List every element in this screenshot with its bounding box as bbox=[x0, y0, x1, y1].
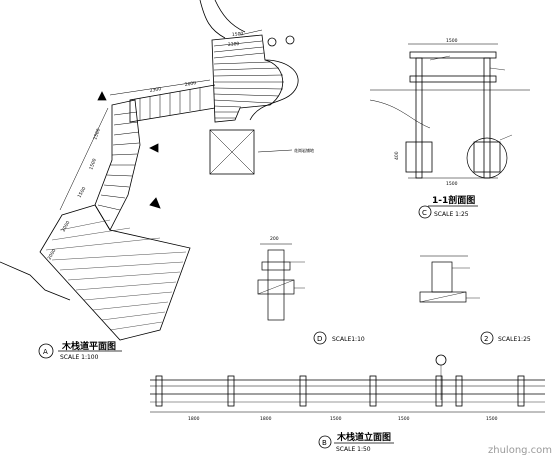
post bbox=[155, 375, 163, 407]
note-leader bbox=[429, 55, 451, 61]
slope-line bbox=[369, 99, 431, 129]
section-mark bbox=[149, 143, 159, 153]
note-leader bbox=[499, 134, 513, 141]
elev-marker-circle bbox=[318, 435, 332, 449]
detail-d-cap bbox=[261, 261, 291, 271]
note-leader bbox=[257, 149, 293, 153]
deck-boards bbox=[139, 88, 201, 120]
detail-d-marker: D bbox=[317, 335, 322, 343]
elevation-posts bbox=[155, 375, 525, 407]
detail-2-title: 2 SCALE1:25 bbox=[480, 331, 531, 345]
north-arrow bbox=[97, 91, 107, 101]
detail-2-marker: 2 bbox=[484, 335, 488, 343]
dim-label: 2000 bbox=[47, 248, 58, 261]
dim-label: 1500 bbox=[92, 128, 102, 141]
handrail bbox=[409, 51, 497, 59]
section-marker: C bbox=[422, 209, 427, 217]
post bbox=[517, 375, 525, 407]
contour-line bbox=[199, 0, 226, 39]
dim-label: 1500 bbox=[88, 158, 98, 171]
section-scale: SCALE 1:25 bbox=[434, 211, 469, 218]
detail-d-marker-circle bbox=[313, 331, 327, 345]
elevation-title-block: B 木栈道立面图 SCALE 1:50 bbox=[318, 431, 394, 453]
dim-label: 1500 bbox=[77, 186, 88, 199]
section-mark bbox=[267, 37, 277, 47]
detail-2-post bbox=[431, 261, 453, 293]
granite-pad-hatch bbox=[209, 129, 255, 175]
post bbox=[455, 375, 463, 407]
dim-label: 1500 bbox=[232, 31, 244, 38]
dim-label: 1500 bbox=[446, 181, 458, 187]
walk-segment-horizontal bbox=[129, 84, 216, 123]
post bbox=[435, 375, 443, 407]
walk-segment-diagonal bbox=[94, 99, 141, 231]
plan-title: 木栈道平面图 bbox=[61, 340, 116, 352]
plan-scale: SCALE 1:100 bbox=[60, 354, 99, 361]
dim-label: 2300 bbox=[149, 86, 161, 94]
post bbox=[299, 375, 307, 407]
dim-label: 1500 bbox=[446, 38, 458, 44]
detail-d-base bbox=[257, 279, 295, 295]
dim-label: 200 bbox=[270, 236, 279, 242]
section-mark bbox=[285, 35, 295, 45]
dim-label: 1500 bbox=[398, 416, 410, 422]
detail-d-scale: SCALE1:10 bbox=[332, 336, 365, 343]
detail-2-marker-circle bbox=[480, 331, 494, 345]
granite-pad bbox=[209, 129, 255, 175]
section-marker-circle bbox=[418, 205, 432, 219]
post bbox=[369, 375, 377, 407]
watermark: zhulong.com bbox=[488, 445, 552, 456]
detail-d-post bbox=[267, 249, 285, 321]
post bbox=[227, 375, 235, 407]
detail-2-view bbox=[419, 255, 480, 303]
dim-label: 1500 bbox=[330, 416, 342, 422]
upper-deck bbox=[211, 34, 284, 123]
dim-label: 400 bbox=[394, 151, 400, 160]
plan-note: 花岗岩铺地 bbox=[294, 147, 314, 153]
plan-marker-circle bbox=[38, 343, 54, 359]
elevation-view bbox=[150, 354, 545, 413]
plan-view bbox=[0, 0, 299, 341]
detail-2-hatch bbox=[419, 291, 467, 303]
elevation-dim-labels: 1800 1800 1500 1500 1500 bbox=[188, 416, 498, 422]
contour-line bbox=[0, 261, 71, 301]
deck-boards bbox=[97, 111, 140, 211]
section-view bbox=[369, 43, 530, 179]
dim-label: 2000 bbox=[184, 80, 196, 88]
plan-dimension-chain bbox=[59, 29, 263, 211]
detail-2-base bbox=[419, 291, 467, 303]
note-leader bbox=[489, 67, 506, 71]
detail-d-title: D SCALE1:10 bbox=[313, 331, 365, 345]
contour-line bbox=[214, 0, 246, 33]
dim-label: 2000 bbox=[61, 220, 72, 233]
dim-label: 1500 bbox=[486, 416, 498, 422]
footing-right bbox=[473, 141, 501, 173]
plan-title-block: A 木栈道平面图 SCALE 1:100 bbox=[38, 340, 122, 361]
plan-dim-labels: 1500 2300 2300 2000 1500 1500 1500 2000 … bbox=[47, 31, 314, 261]
elev-scale: SCALE 1:50 bbox=[336, 446, 371, 453]
detail-2-scale: SCALE1:25 bbox=[498, 336, 531, 343]
section-title: 1-1剖面图 bbox=[432, 194, 475, 206]
deck-boards bbox=[213, 40, 284, 119]
lower-deck-hatch bbox=[45, 219, 187, 331]
detail-d-hatch bbox=[257, 279, 295, 295]
lower-deck bbox=[39, 204, 191, 341]
section-title-block: 1-1剖面图 C SCALE 1:25 bbox=[418, 194, 478, 219]
axis-bubble bbox=[435, 354, 447, 366]
detail-d-view bbox=[257, 243, 305, 321]
contour-line bbox=[249, 59, 299, 121]
elev-title: 木栈道立面图 bbox=[336, 431, 391, 443]
dim-label: 2300 bbox=[228, 41, 240, 48]
section-mark bbox=[149, 197, 161, 209]
dim-label: 1800 bbox=[260, 416, 272, 422]
plan-marker: A bbox=[43, 348, 48, 356]
section-labels: 1500 1500 400 bbox=[394, 38, 458, 187]
deck-beam bbox=[409, 75, 497, 83]
detail-d-labels: 200 bbox=[270, 236, 279, 242]
footing-left bbox=[405, 141, 433, 173]
elev-marker: B bbox=[322, 439, 327, 447]
dim-label: 1800 bbox=[188, 416, 200, 422]
